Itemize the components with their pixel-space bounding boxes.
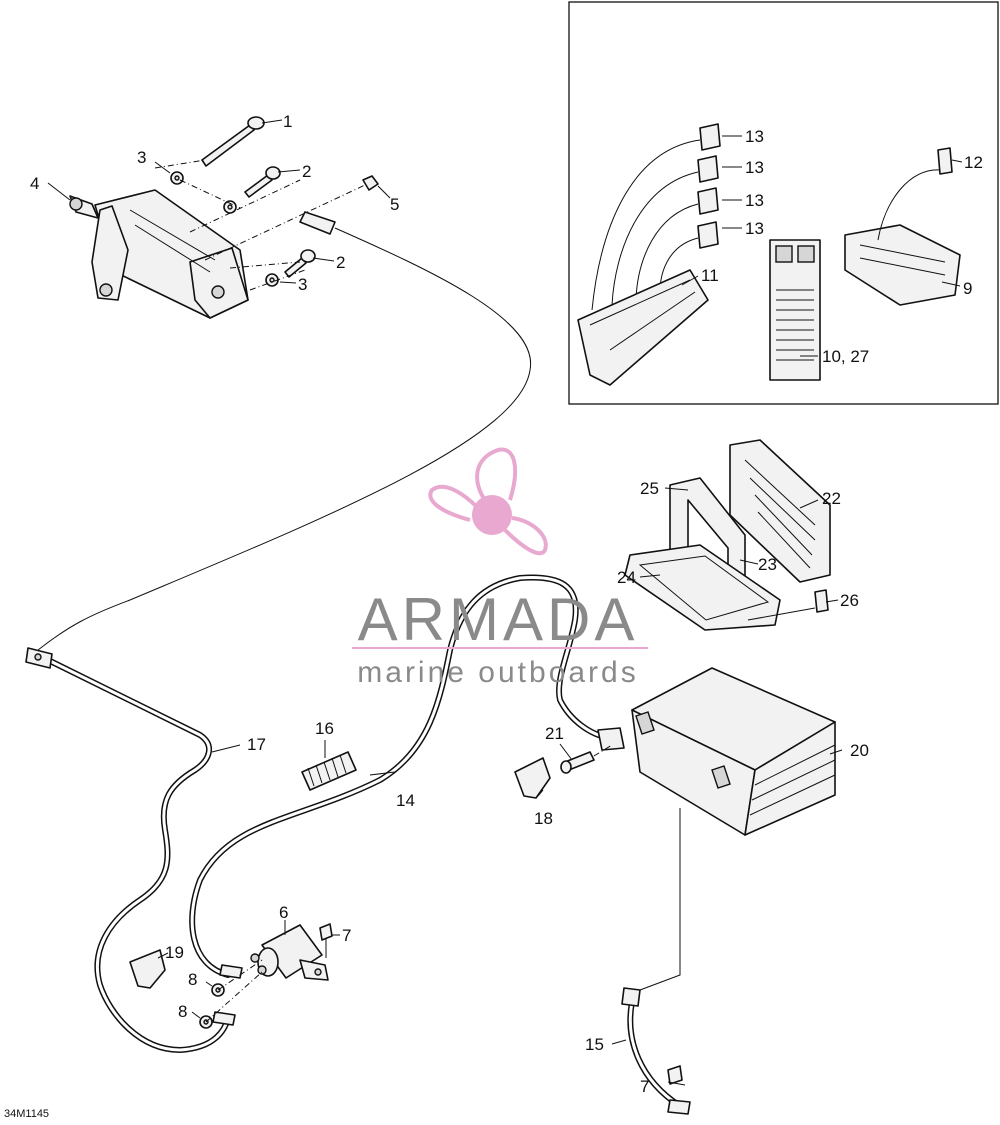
nut-5 (362, 175, 379, 191)
callout-13-d: 13 (745, 219, 764, 238)
battery-20 (631, 667, 836, 836)
callout-17: 17 (247, 735, 266, 754)
fuse-12 (937, 147, 953, 175)
callout-25: 25 (640, 479, 659, 498)
cable-15 (621, 987, 691, 1115)
screw-7-upper (319, 923, 333, 941)
callout-20: 20 (850, 741, 869, 760)
callout-14: 14 (396, 791, 415, 810)
fuse-box-cover-11 (577, 269, 709, 386)
fuse-13-1 (699, 123, 721, 151)
routing-line-top (37, 227, 532, 651)
callout-21: 21 (545, 724, 564, 743)
callout-11: 11 (701, 266, 719, 285)
callout-22: 22 (822, 489, 841, 508)
callout-4: 4 (30, 174, 39, 193)
fuse-holder-9 (844, 224, 961, 306)
callout-15: 15 (585, 1035, 604, 1054)
bolt-2-upper (244, 166, 281, 198)
watermark-tagline: marine outboards (357, 656, 638, 689)
callout-19: 19 (165, 943, 184, 962)
callout-5: 5 (390, 195, 399, 214)
callout-16: 16 (315, 719, 334, 738)
screw-26 (814, 589, 829, 613)
callout-8-upper: 8 (188, 970, 197, 989)
heat-shrink-16 (301, 751, 357, 791)
callout-8-lower: 8 (178, 1002, 187, 1021)
callout-7-lower: 7 (640, 1077, 649, 1096)
callout-1: 1 (283, 112, 292, 131)
cable-lug-upper (299, 211, 336, 235)
callout-13-b: 13 (745, 158, 764, 177)
propeller-icon (428, 447, 548, 556)
lug-14-end (219, 964, 243, 979)
starter-motor (69, 189, 249, 319)
bolt-1 (201, 116, 265, 167)
callout-2-upper: 2 (302, 162, 311, 181)
solenoid-6 (250, 924, 329, 981)
callout-12: 12 (964, 153, 983, 172)
callout-13-c: 13 (745, 191, 764, 210)
callout-3-lower: 3 (298, 275, 307, 294)
fuse-13-2 (697, 155, 719, 183)
terminal-cover-19 (129, 949, 166, 989)
terminal-cover-18 (514, 757, 551, 799)
tray-24-23 (624, 544, 781, 631)
callout-26: 26 (840, 591, 859, 610)
leader-lines (47, 119, 963, 1086)
cable-17 (25, 647, 231, 1053)
lug-17-end (212, 1011, 236, 1026)
watermark-brand: ARMADA (358, 586, 639, 653)
fuse-13-3 (697, 187, 719, 215)
callout-7-upper: 7 (342, 926, 351, 945)
callout-3-upper: 3 (137, 148, 146, 167)
callout-18: 18 (534, 809, 553, 828)
diagram-code: 34M1145 (4, 1108, 49, 1120)
callout-9: 9 (963, 279, 972, 298)
fuse-box-inset-frame (568, 1, 999, 405)
callout-6: 6 (279, 903, 288, 922)
fuse-chart-label-10-27 (769, 239, 821, 381)
callout-2-lower: 2 (336, 253, 345, 272)
cable-14 (189, 574, 625, 978)
callout-10-27: 10, 27 (822, 347, 869, 366)
screw-7-lower (667, 1065, 683, 1085)
fuse-13-4 (697, 221, 719, 249)
callout-23: 23 (758, 555, 777, 574)
watermark: ARMADA marine outboards (352, 447, 648, 689)
bolt-2-lower (284, 249, 316, 278)
callout-13-a: 13 (745, 127, 764, 146)
fuse-arrows (591, 139, 701, 311)
callout-24: 24 (617, 568, 636, 587)
